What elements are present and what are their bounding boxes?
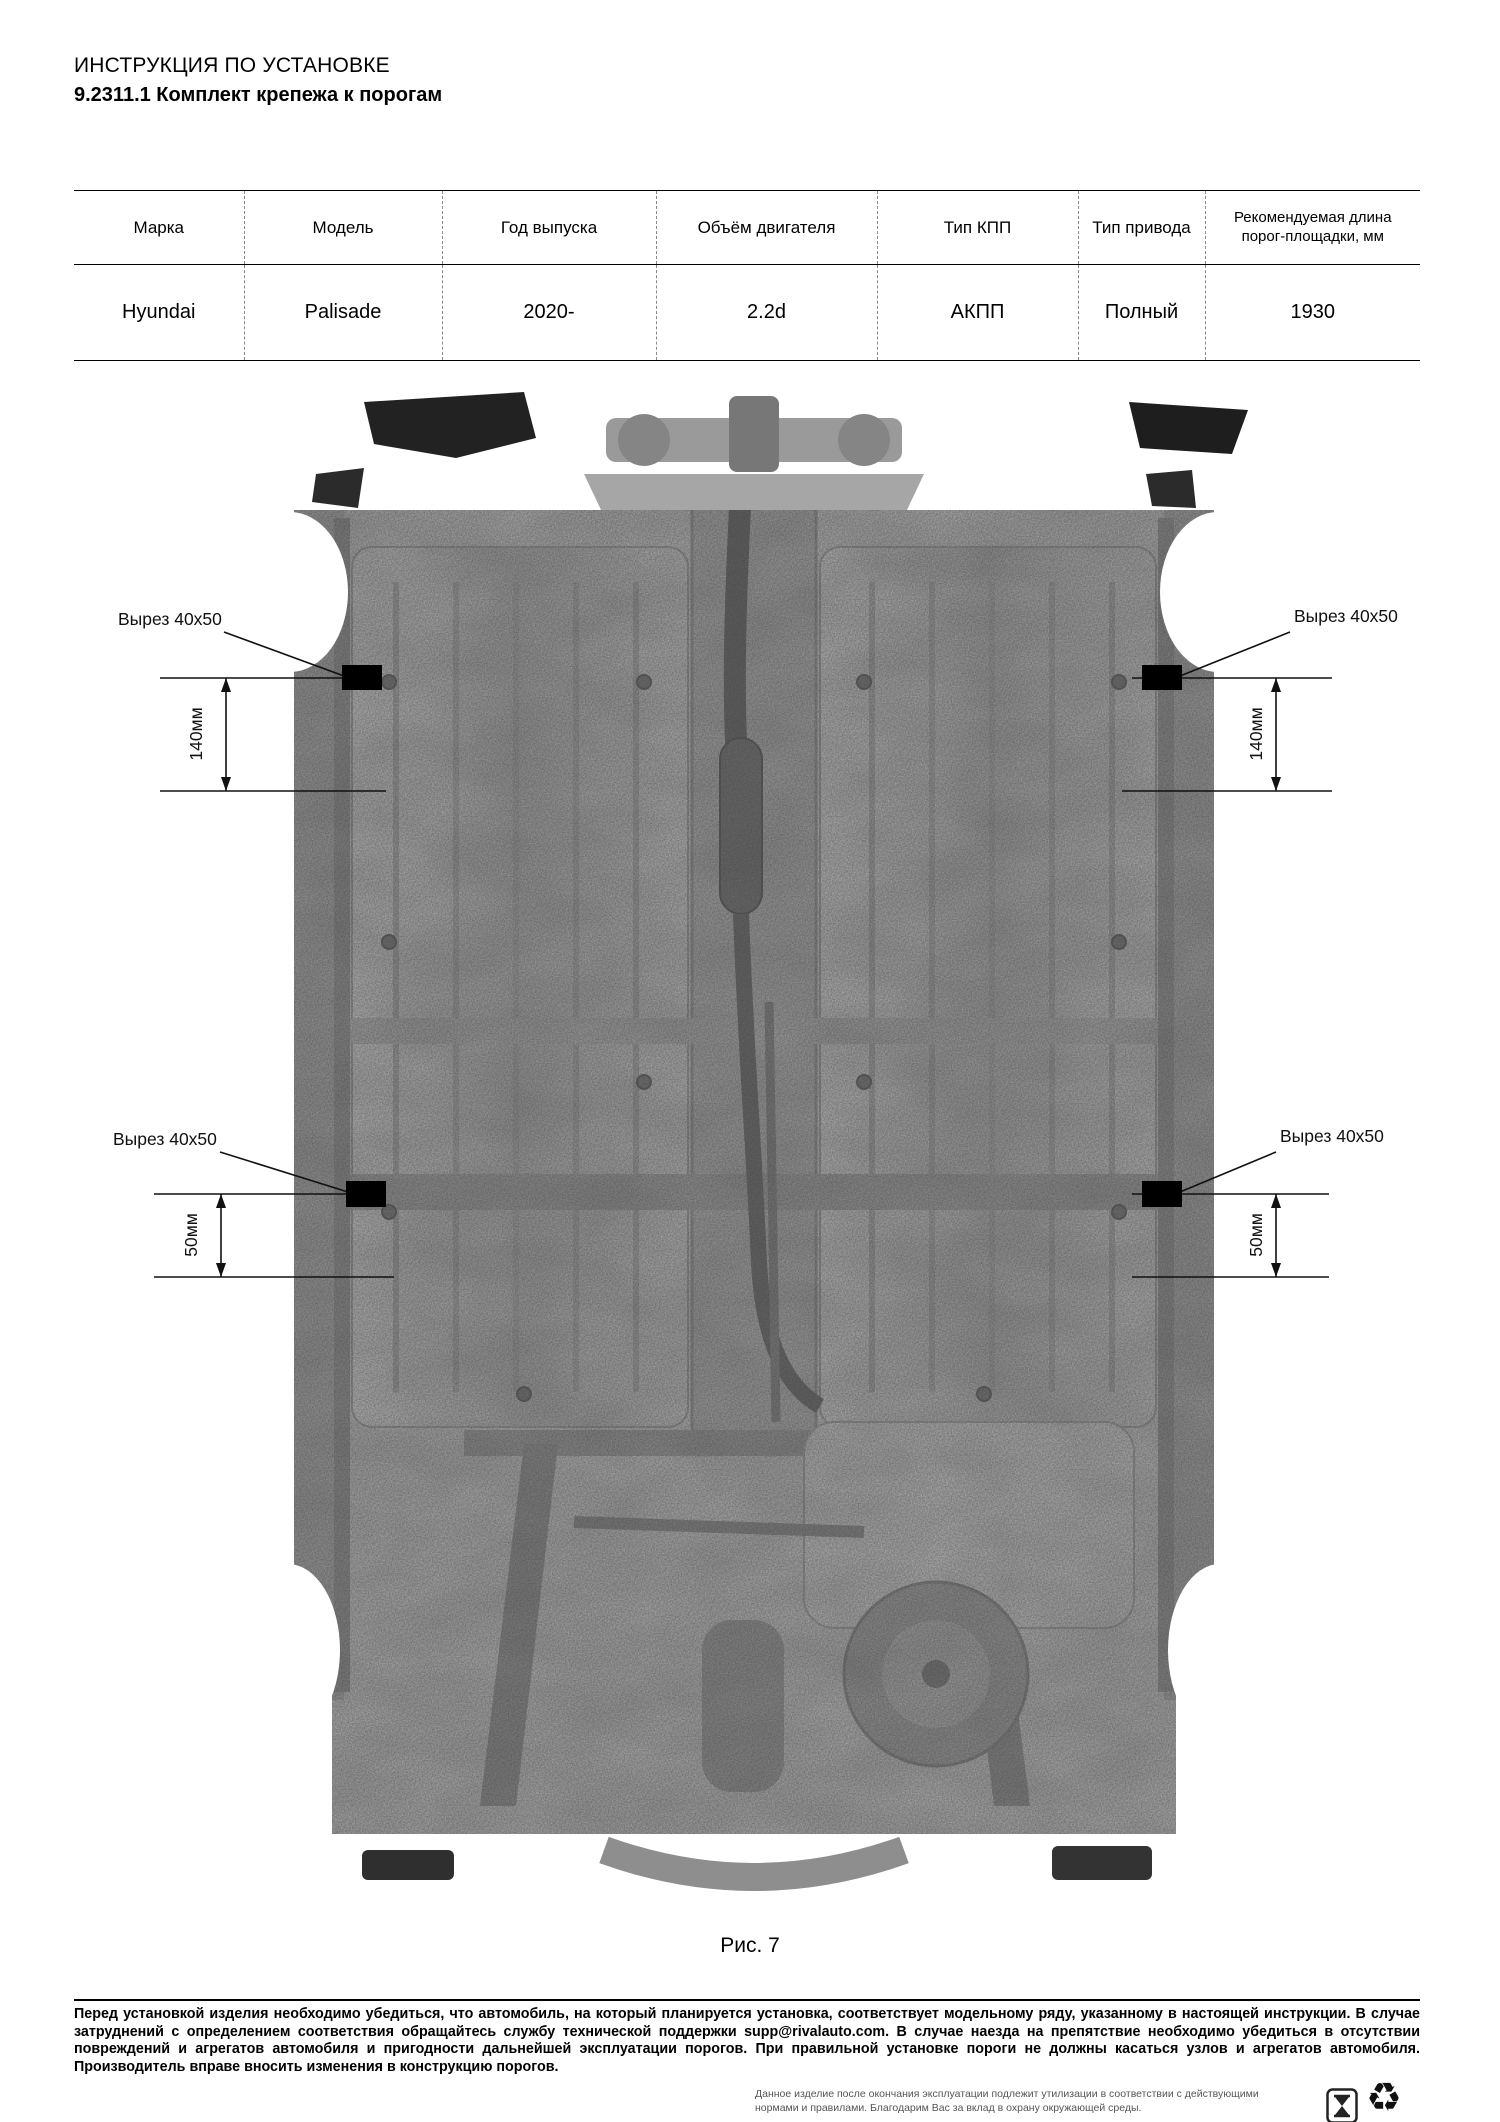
dim-label-140-left: 140мм [186, 707, 206, 760]
spec-brand: Hyundai [74, 264, 244, 361]
spec-length: 1930 [1204, 264, 1420, 361]
spec-gearbox: АКПП [876, 264, 1078, 361]
column-header-drive: Тип привода [1077, 190, 1205, 265]
column-header-year: Год выпуска [441, 190, 656, 265]
spec-model: Palisade [243, 264, 442, 361]
column-header-length: Рекомендуемая длина порог-площадки, мм [1204, 190, 1420, 265]
cutout-label-bottom-right: Вырез 40x50 [1280, 1126, 1384, 1146]
page-subtitle: 9.2311.1 Комплект крепежа к порогам [74, 84, 443, 106]
cutout-label-top-left: Вырез 40x50 [118, 609, 222, 629]
column-header-brand: Марка [74, 190, 244, 265]
footer-warning: Перед установкой изделия необходимо убед… [74, 2006, 1420, 2075]
underbody-figure: Вырез 40x50 Вырез 40x50 Вырез 40x50 Выре… [74, 382, 1426, 1930]
underbody-photo [232, 392, 1276, 1891]
table-header-row: Марка Модель Год выпуска Объём двигателя… [74, 190, 1420, 265]
spec-table: Марка Модель Год выпуска Объём двигателя… [74, 190, 1420, 361]
cutout-label-top-right: Вырез 40x50 [1294, 606, 1398, 626]
rear-bumper-fragments [362, 1836, 1152, 1891]
recycle-icon: ♻ [1366, 2076, 1402, 2120]
underbody-main [294, 510, 1214, 1834]
table-row: Hyundai Palisade 2020- 2.2d АКПП Полный … [74, 264, 1420, 361]
cutout-label-bottom-left: Вырез 40x50 [113, 1129, 217, 1149]
column-header-model: Модель [243, 190, 442, 265]
dim-label-50-left: 50мм [181, 1213, 201, 1257]
page-header: ИНСТРУКЦИЯ ПО УСТАНОВКЕ 9.2311.1 Комплек… [74, 54, 442, 107]
page-title: ИНСТРУКЦИЯ ПО УСТАНОВКЕ [74, 54, 390, 77]
hourglass-icon [1326, 2088, 1358, 2122]
footer-divider [74, 1999, 1420, 2001]
column-header-gearbox: Тип КПП [876, 190, 1078, 265]
front-suspension [312, 392, 1248, 512]
spec-year: 2020- [441, 264, 656, 361]
figure-caption: Рис. 7 [720, 1934, 780, 1957]
spec-drive: Полный [1077, 264, 1205, 361]
recycle-note: Данное изделие после окончания эксплуата… [755, 2088, 1259, 2114]
spec-engine: 2.2d [655, 264, 877, 361]
column-header-engine: Объём двигателя [655, 190, 877, 265]
